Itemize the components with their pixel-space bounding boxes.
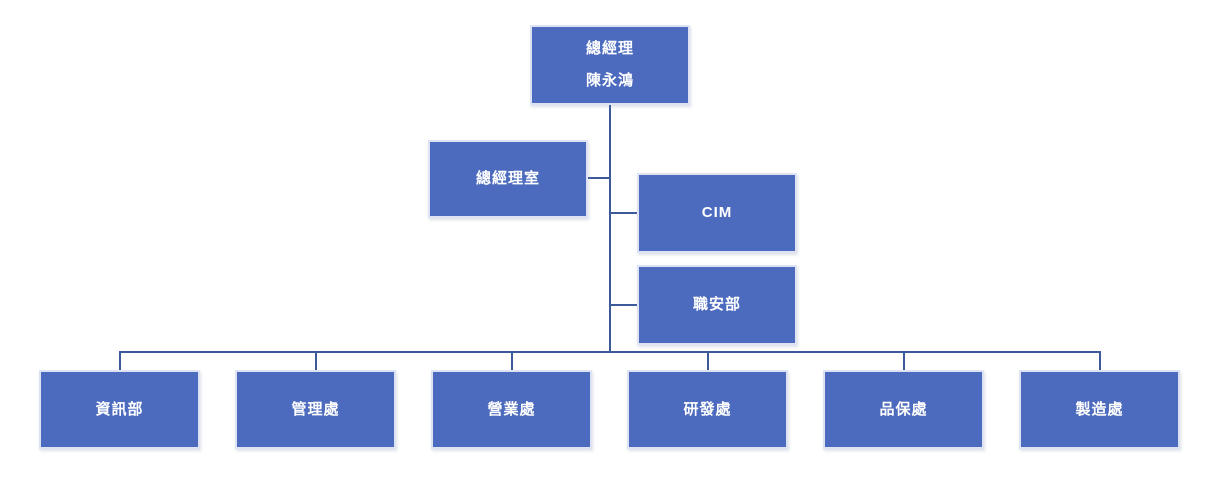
dept-label-quality-assurance: 品保處 [879, 400, 928, 418]
cim-label: CIM [701, 204, 733, 221]
dept-box-rnd[interactable]: 研發處 [627, 370, 788, 449]
connector-cim [610, 212, 637, 214]
dept-box-quality-assurance[interactable]: 品保處 [823, 370, 984, 449]
connector-safety-dept [610, 304, 637, 306]
dept-box-sales[interactable]: 營業處 [431, 370, 592, 449]
dept-box-information[interactable]: 資訊部 [39, 370, 200, 449]
dept-label-information: 資訊部 [95, 400, 144, 418]
occupational-safety-box[interactable]: 職安部 [637, 265, 797, 345]
connector-drop-sales-div [511, 352, 513, 370]
gm-office-label: 總經理室 [475, 170, 540, 187]
dept-label-administration: 管理處 [291, 400, 340, 418]
connector-drop-mfg-div [1099, 352, 1101, 370]
connector-drop-qa-div [903, 352, 905, 370]
dept-box-manufacturing[interactable]: 製造處 [1019, 370, 1180, 449]
connector-drop-rnd-div [707, 352, 709, 370]
gm-office-box[interactable]: 總經理室 [428, 140, 588, 218]
connector-departments-bus [119, 351, 1101, 353]
connector-root-vertical [609, 105, 611, 352]
connector-gm-office [588, 177, 610, 179]
general-manager-role: 總經理 [585, 40, 634, 57]
occupational-safety-label: 職安部 [692, 296, 741, 313]
cim-box[interactable]: CIM [637, 173, 797, 253]
general-manager-box[interactable]: 總經理 陳永鴻 [530, 25, 690, 105]
connector-drop-admin-div [315, 352, 317, 370]
dept-box-administration[interactable]: 管理處 [235, 370, 396, 449]
dept-label-rnd: 研發處 [683, 400, 732, 418]
general-manager-name: 陳永鴻 [585, 72, 634, 89]
dept-label-sales: 營業處 [487, 400, 536, 418]
dept-label-manufacturing: 製造處 [1075, 400, 1124, 418]
connector-drop-info-dept [119, 352, 121, 370]
